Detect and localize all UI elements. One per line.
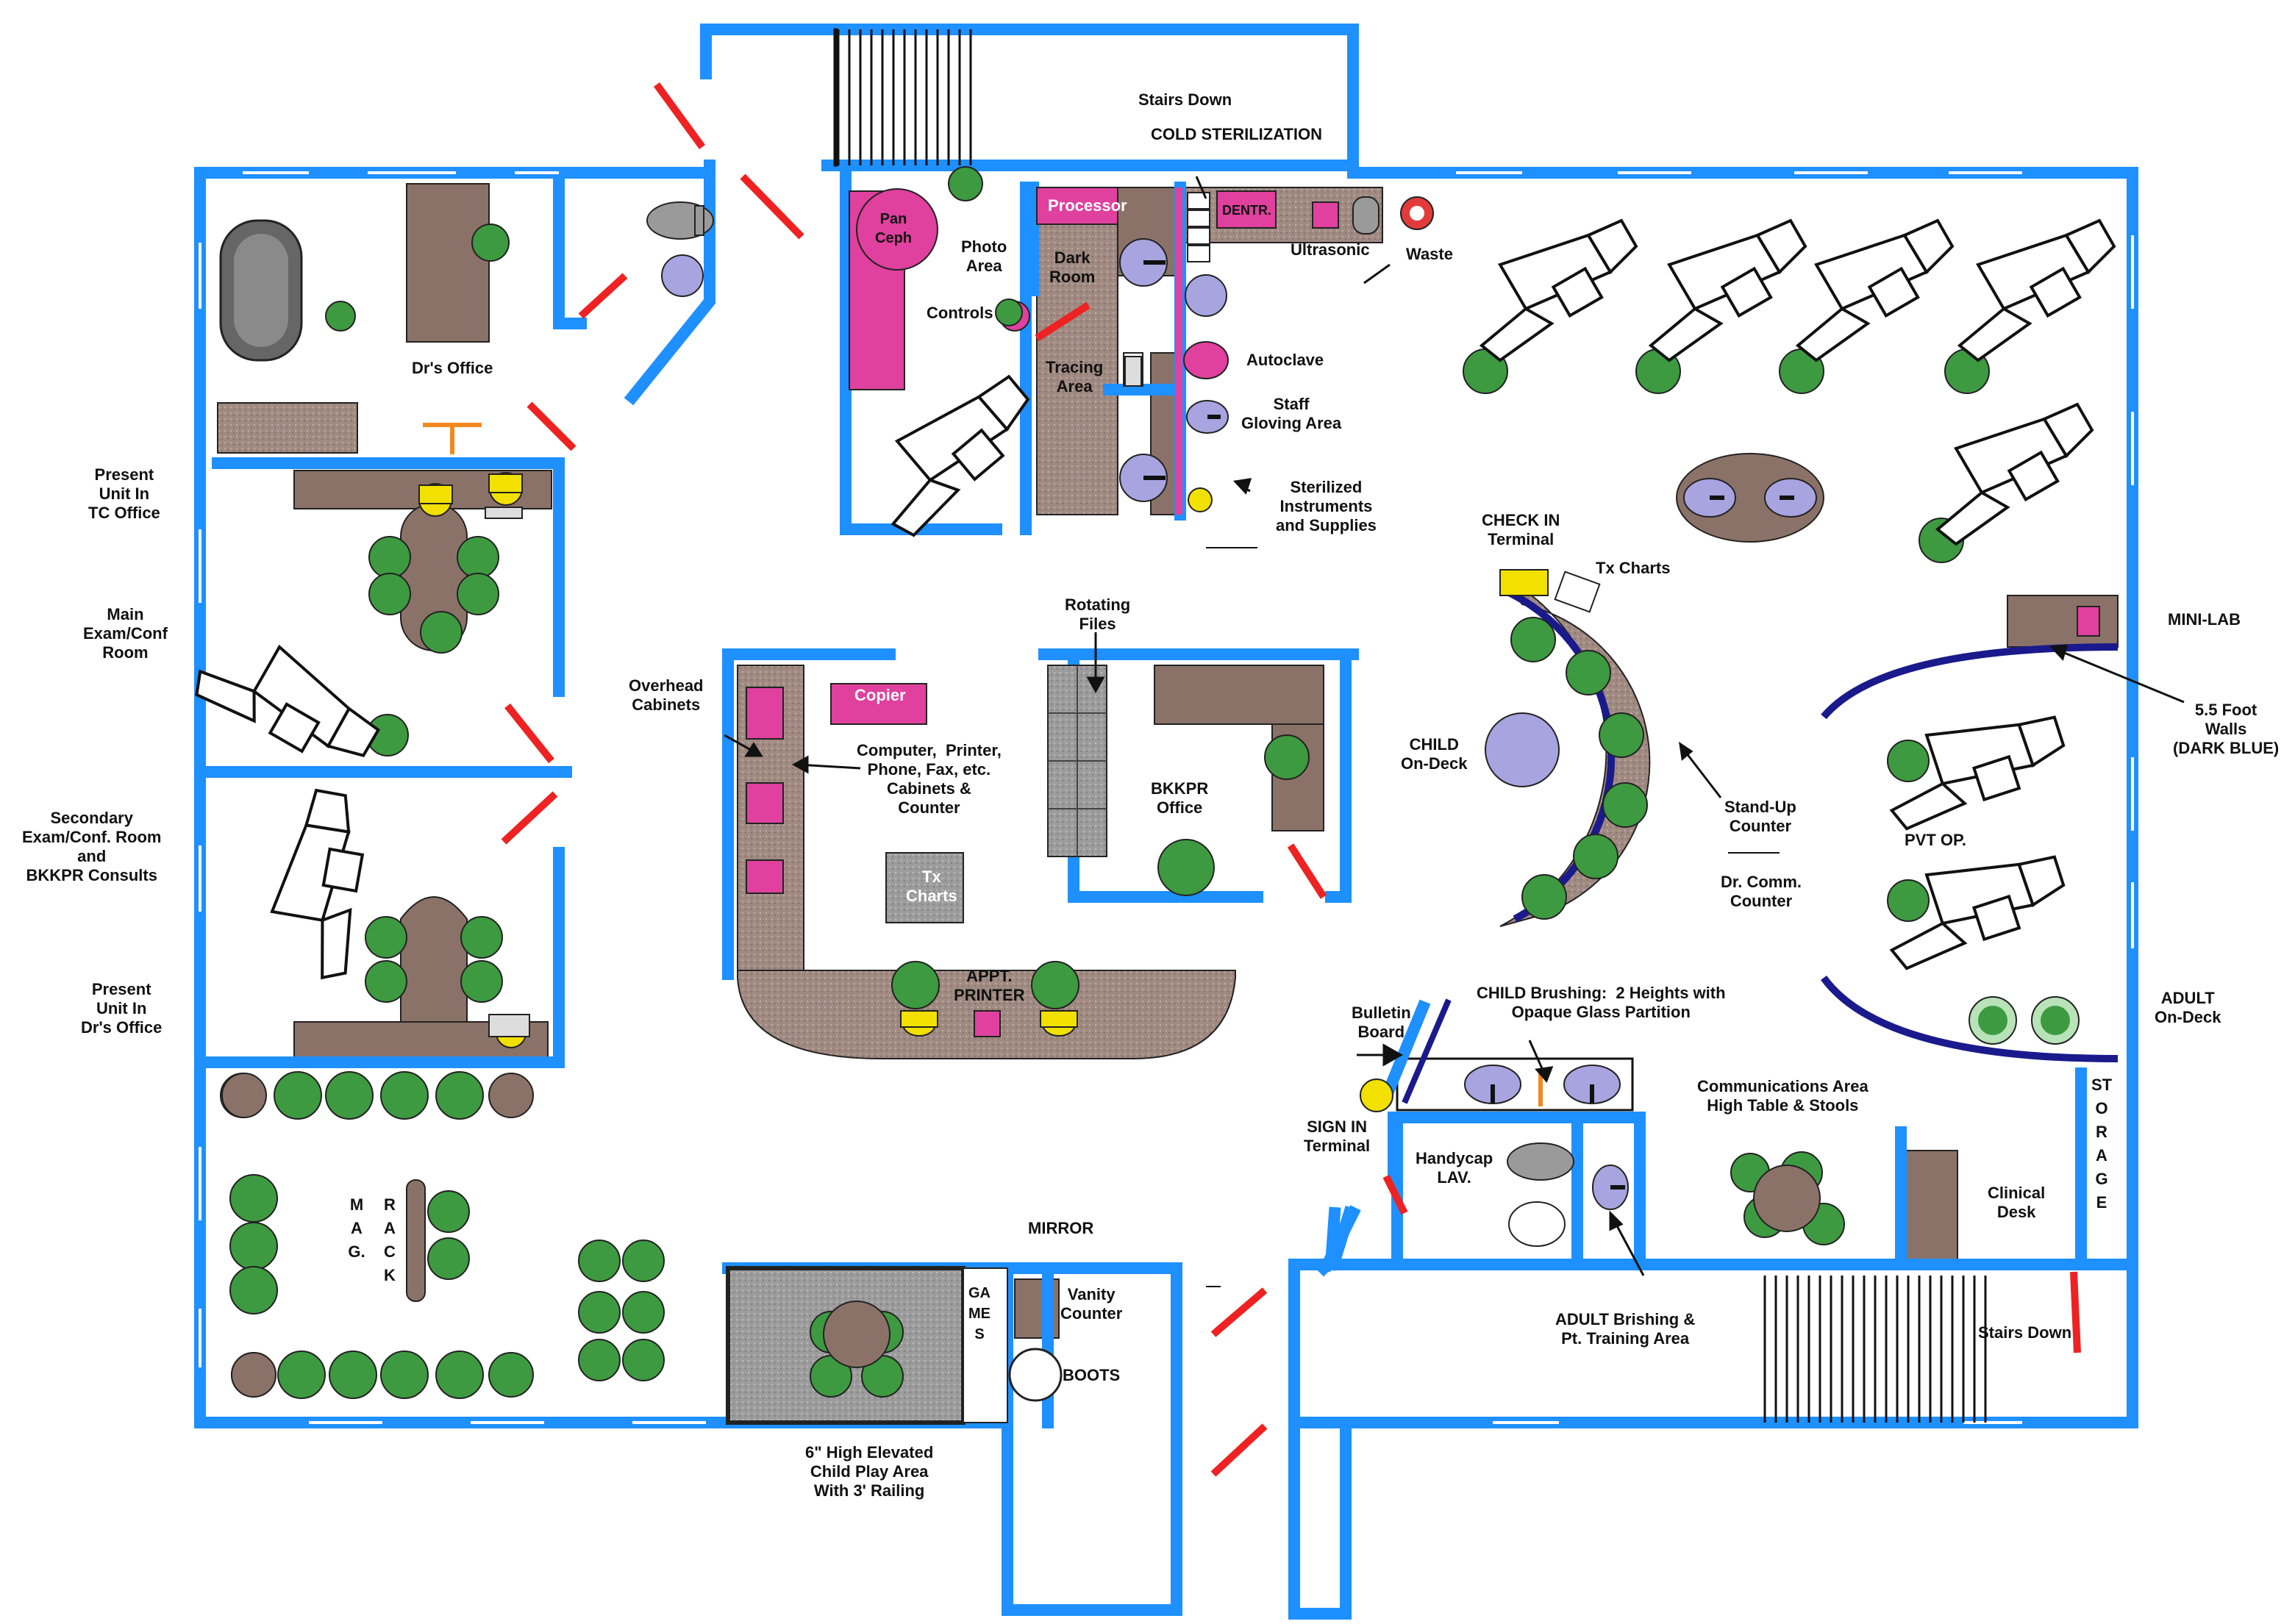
arrows (724, 263, 2185, 1276)
label-five-foot-walls: 5.5 Foot Walls (DARK BLUE) (2173, 701, 2280, 757)
pink-strip (1175, 187, 1182, 515)
magenta-items (746, 187, 2100, 1037)
label-bkkpr-office: BKKPR Office (1151, 779, 1209, 817)
label-child-play-area: 6" High Elevated Child Play Area With 3'… (805, 1443, 934, 1500)
label-appt-printer: APPT. PRINTER (954, 967, 1025, 1004)
label-secondary-exam: Secondary Exam/Conf. Room and BKKPR Cons… (22, 809, 162, 884)
label-processor: Processor (1048, 196, 1127, 215)
label-handycap-lav: Handycap LAV. (1416, 1149, 1493, 1187)
label-rotating-files: Rotating Files (1065, 595, 1131, 633)
cabinets (217, 183, 2119, 1339)
chairs (220, 166, 1990, 1399)
label-pan-ceph: Pan Ceph (875, 211, 912, 246)
stairs-bottom (1763, 1276, 1987, 1423)
label-copier: Copier (854, 686, 906, 704)
label-games: GAMES (968, 1285, 991, 1342)
label-ultrasonic: Ultrasonic (1291, 240, 1370, 259)
label-tracing-area: Tracing Area (1046, 358, 1104, 396)
dr-office-bath (219, 219, 303, 362)
label-stairs-down-bottom: Stairs Down (1978, 1323, 2072, 1342)
doors (501, 82, 2081, 1477)
label-tx-charts-center: Tx Charts (906, 868, 957, 905)
round-tables (221, 1073, 1821, 1398)
label-autoclave: Autoclave (1246, 351, 1324, 369)
label-communications-area: Communications Area High Table & Stools (1697, 1077, 1869, 1115)
label-pvt-op: PVT OP. (1905, 831, 1966, 849)
label-clinical-desk: Clinical Desk (1988, 1184, 2046, 1221)
label-sign-in: SIGN IN Terminal (1304, 1117, 1371, 1155)
label-drs-office: Dr's Office (412, 359, 493, 377)
adult-on-deck-chairs (1969, 996, 2080, 1045)
label-mirror: MIRROR (1028, 1219, 1094, 1237)
label-main-exam: Main Exam/Conf Room (83, 605, 168, 662)
label-vanity-counter: Vanity Counter (1060, 1285, 1123, 1323)
label-present-unit-tc: Present Unit In TC Office (88, 465, 160, 522)
label-adult-on-deck: ADULT On-Deck (2155, 989, 2221, 1026)
half-walls (1820, 643, 2119, 1062)
label-mini-lab: MINI-LAB (2168, 610, 2241, 629)
label-adult-brushing: ADULT Brishing & Pt. Training Area (1555, 1310, 1696, 1348)
label-staff-gloving: Staff Gloving Area (1241, 395, 1342, 432)
child-play-area (726, 1266, 1063, 1425)
label-stand-up-counter: Stand-Up Counter (1724, 798, 1796, 835)
label-mag: MAG. (348, 1195, 365, 1261)
label-computer-printer: Computer, Printer, Phone, Fax, etc. Cabi… (857, 741, 1002, 817)
label-child-on-deck: CHILD On-Deck (1401, 735, 1468, 773)
stairs-top (833, 28, 972, 167)
label-bulletin-board: Bulletin Board (1352, 1004, 1411, 1041)
toilets (646, 201, 1574, 1247)
label-boots: BOOTS (1063, 1366, 1121, 1384)
label-dentr: DENTR. (1222, 203, 1271, 218)
label-present-unit-dr: Present Unit In Dr's Office (81, 980, 163, 1037)
stand-up-counter (1499, 569, 1651, 927)
label-check-in: CHECK IN Terminal (1482, 511, 1560, 548)
label-child-brushing: CHILD Brushing: 2 Heights with Opaque Gl… (1477, 984, 1726, 1021)
label-tx-charts-top: Tx Charts (1596, 559, 1671, 577)
label-storage: STORAGE (2091, 1076, 2113, 1212)
label-cold-sterilization: COLD STERILIZATION (1151, 125, 1323, 143)
label-dark-room: Dark Room (1049, 248, 1096, 286)
label-dr-comm-counter: Dr. Comm. Counter (1721, 873, 1802, 910)
label-sterilized: Sterilized Instruments and Supplies (1276, 478, 1377, 534)
window-marks (199, 171, 2134, 1424)
label-photo-area: Photo Area (961, 237, 1007, 275)
label-overhead-cabinets: Overhead Cabinets (629, 676, 704, 714)
label-waste: Waste (1406, 245, 1453, 263)
label-rack: RACK (384, 1195, 396, 1284)
label-controls: Controls (927, 304, 993, 322)
label-stairs-down-top: Stairs Down (1138, 90, 1232, 109)
